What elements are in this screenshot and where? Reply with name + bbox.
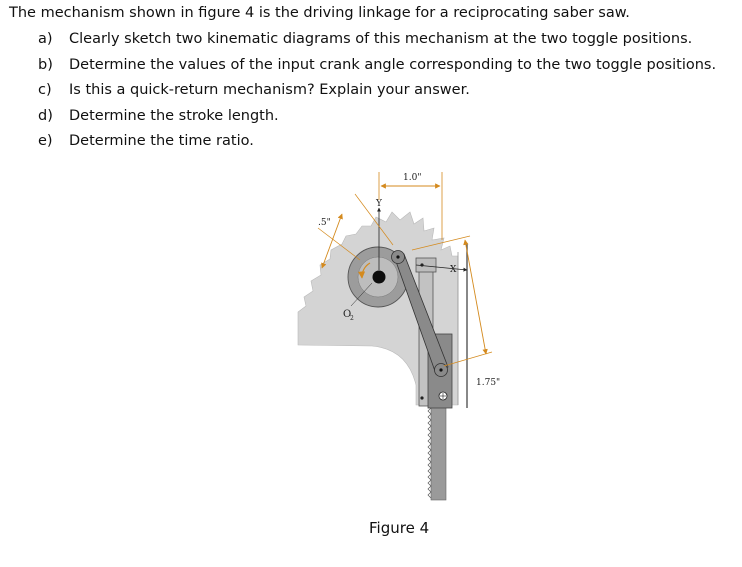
- pivot-label: O 2: [343, 309, 354, 322]
- question-text: Determine the time ratio.: [69, 133, 254, 149]
- dimension-right-label: 1.75": [476, 378, 500, 388]
- svg-text:2: 2: [350, 315, 354, 322]
- pin-icon: [420, 396, 424, 400]
- question-text: Is this a quick-return mechanism? Explai…: [69, 82, 470, 98]
- crank-pin-icon: [396, 255, 400, 259]
- dimension-left-label: .5": [318, 218, 331, 228]
- question-text: Determine the stroke length.: [69, 107, 279, 124]
- question-letter: d): [38, 107, 53, 124]
- pivot-o2: [372, 270, 386, 284]
- svg-text:O: O: [343, 309, 351, 320]
- question-letter: a): [38, 31, 53, 47]
- pin-icon: [420, 263, 424, 267]
- saw-blade-teeth: [427, 401, 432, 499]
- question-letter: b): [38, 56, 53, 73]
- question-letter: e): [38, 133, 53, 149]
- y-axis-label: Y: [375, 199, 383, 209]
- wrist-pin-icon: [439, 368, 443, 372]
- saw-blade: [430, 399, 447, 501]
- problem-intro: The mechanism shown in figure 4 is the d…: [9, 5, 630, 21]
- question-text: Clearly sketch two kinematic diagrams of…: [69, 31, 693, 47]
- x-axis-label: X: [450, 265, 457, 275]
- question-letter: c): [38, 82, 52, 98]
- dimension-right: [463, 239, 488, 355]
- figure-caption: Figure 4: [369, 519, 430, 537]
- rotation-arrow-icon: [357, 262, 371, 279]
- dimension-top-label: 1.0": [403, 173, 421, 183]
- dimension-left: [321, 213, 343, 269]
- pivot-leader: [350, 282, 373, 307]
- question-text: Determine the values of the input crank …: [69, 56, 717, 73]
- x-axis: [415, 264, 468, 272]
